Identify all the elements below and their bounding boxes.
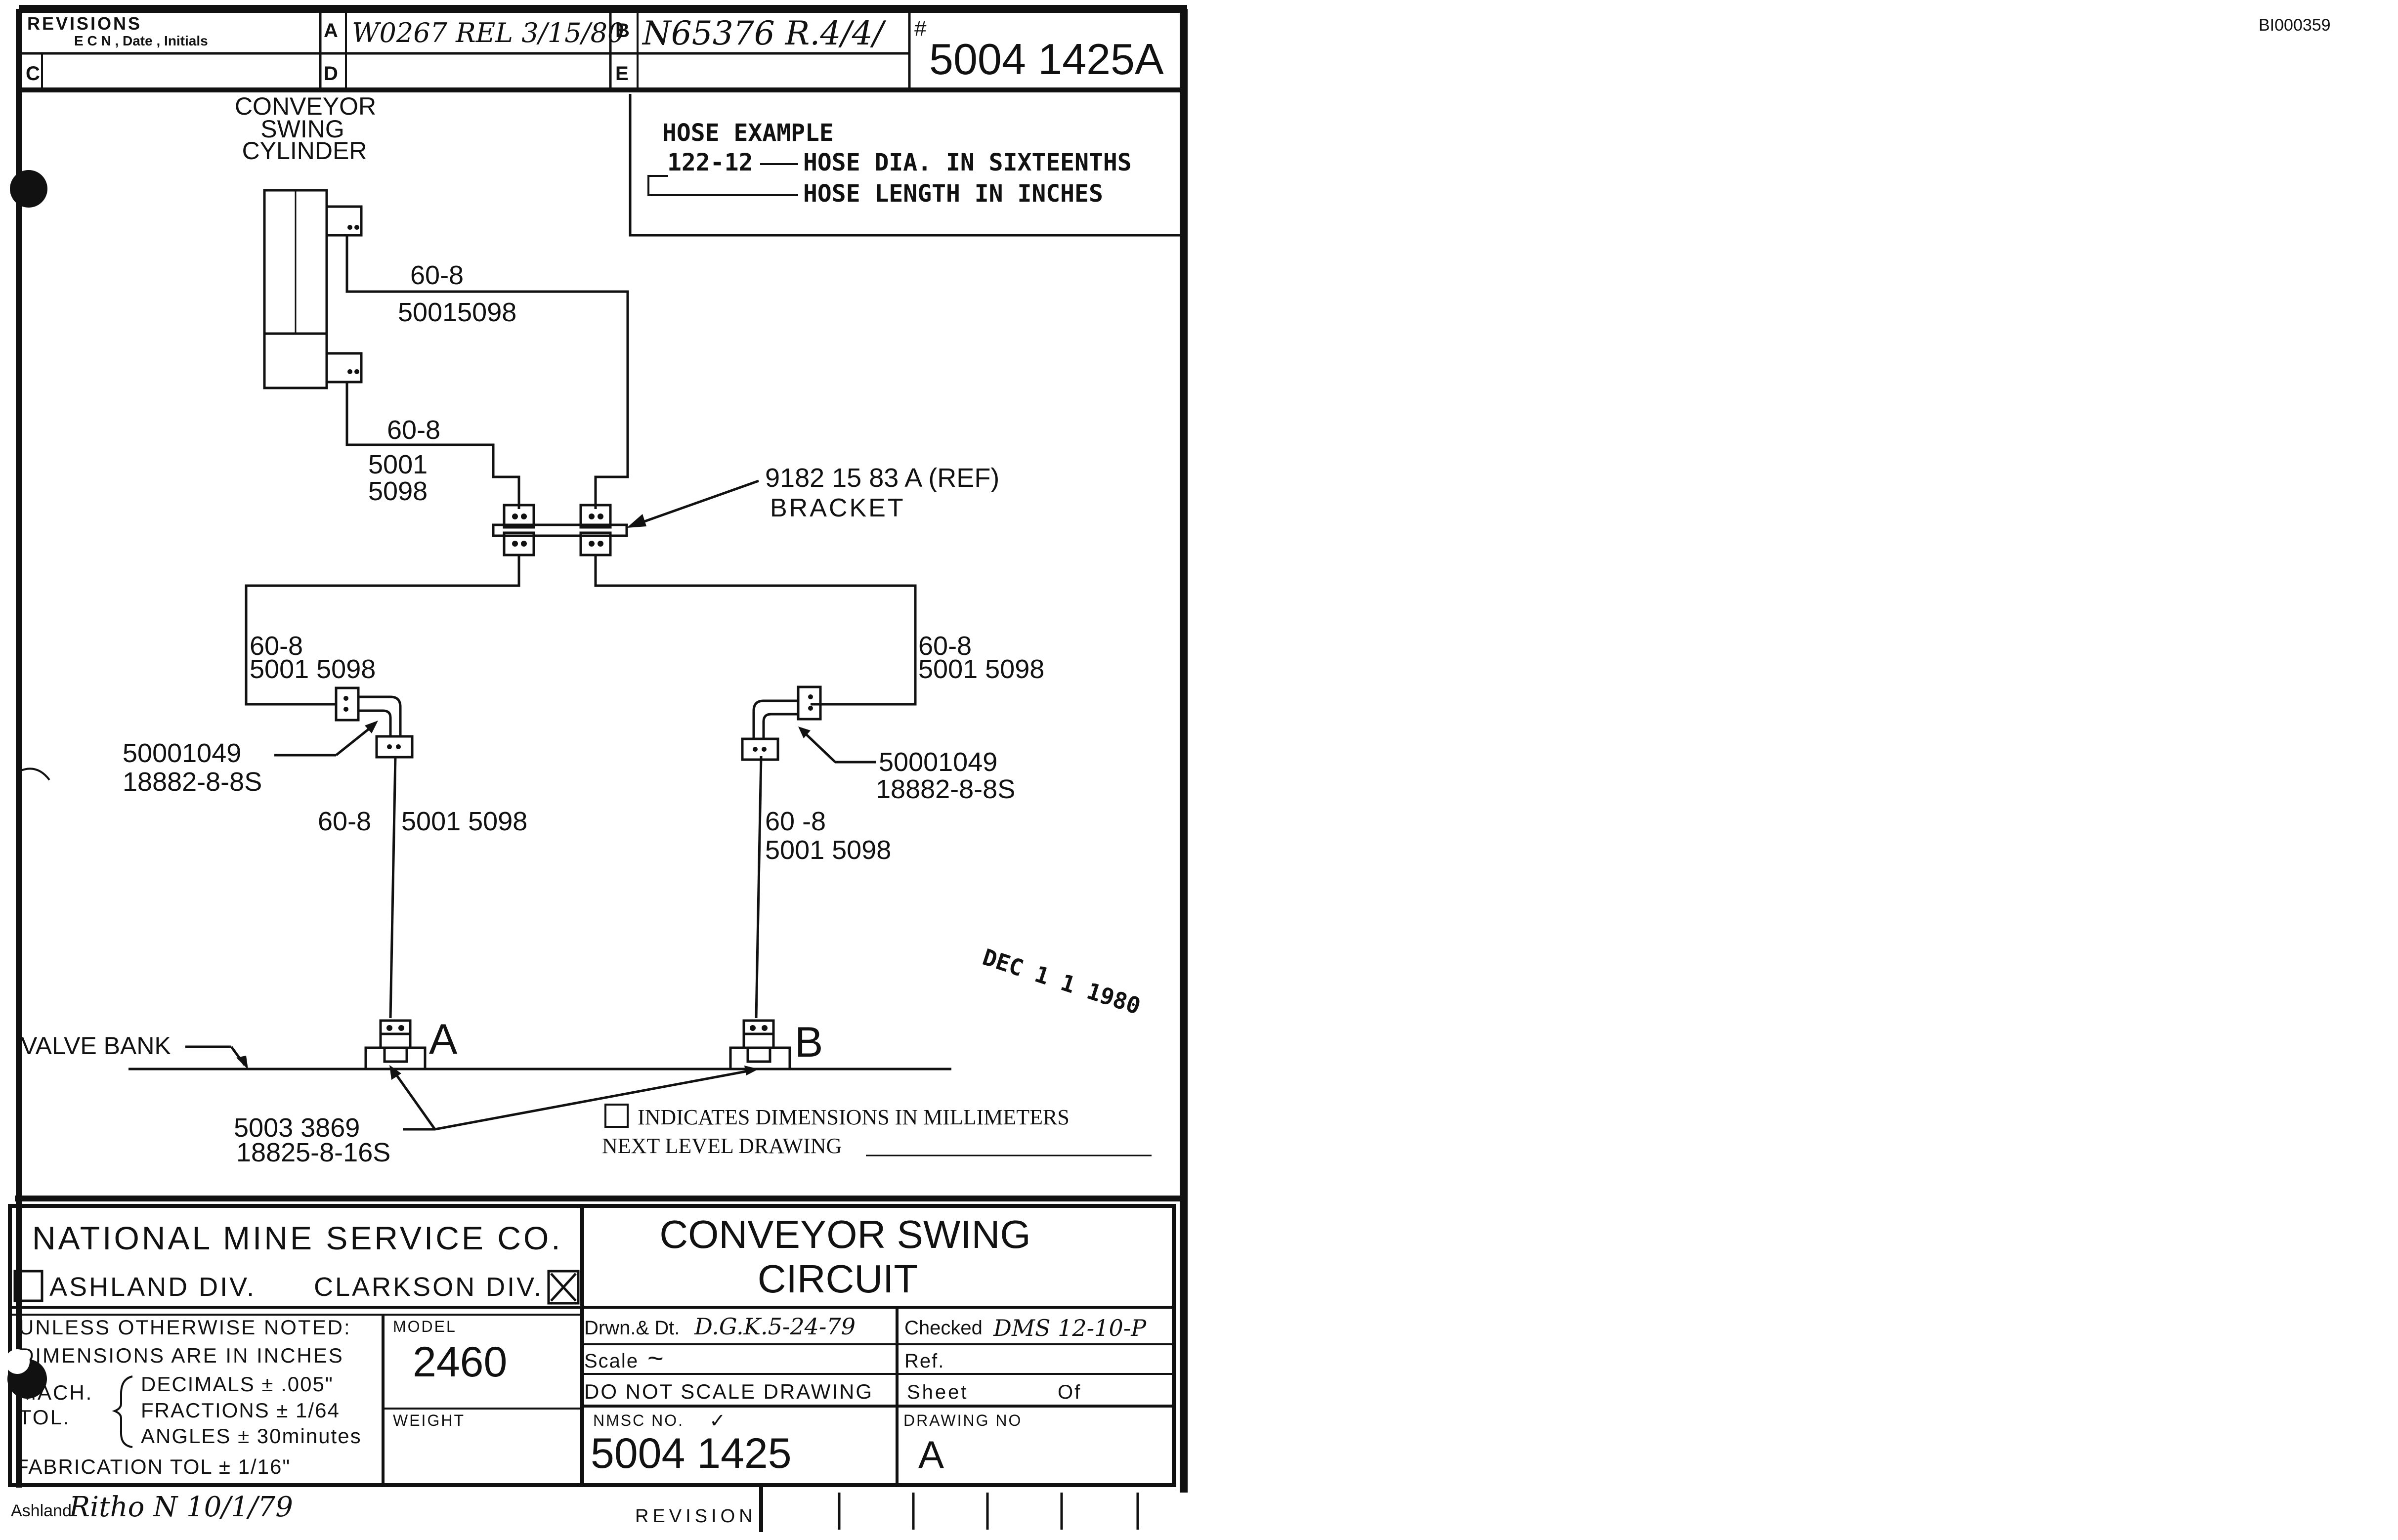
hose-example-legend: HOSE EXAMPLE 122-12 HOSE DIA. IN SIXTEEN… <box>629 94 1184 237</box>
checked-value: DMS 12-10-P <box>993 1315 1147 1341</box>
tolerance-tol: TOL. <box>19 1406 71 1429</box>
hose-mid-part-2: 5098 <box>368 476 428 506</box>
tolerance-angles: ANGLES ± 30minutes <box>141 1424 362 1448</box>
drawing-number-mark: # <box>914 16 927 41</box>
hose-top-part: 50015098 <box>398 298 516 327</box>
revisions-subheader: E C N , Date , Initials <box>74 33 208 48</box>
drawn-label: Drwn.& Dt. <box>584 1317 680 1339</box>
left-upper-hose-code: 60-8 <box>250 631 303 661</box>
nmsc-check: ✓ <box>709 1410 726 1432</box>
weight-label: WEIGHT <box>393 1412 465 1429</box>
nmsc-number: 5004 1425 <box>591 1430 792 1477</box>
revision-letter-e: E <box>615 63 629 85</box>
hose-example-code: 122-12 <box>667 149 753 176</box>
hose-example-diameter: HOSE DIA. IN SIXTEENTHS <box>803 149 1132 176</box>
punch-holes <box>5 170 50 1399</box>
hose-example-title: HOSE EXAMPLE <box>662 119 834 147</box>
drawn-value: D.G.K.5-24-79 <box>694 1313 856 1340</box>
valve-bank-label: VALVE BANK <box>21 1032 171 1060</box>
drawing-title-line-1: CONVEYOR SWING <box>659 1212 1030 1256</box>
hose-mid-part-1: 5001 <box>368 450 428 479</box>
revisions-header: REVISIONS <box>27 13 142 34</box>
revision-letter-c: C <box>26 63 40 85</box>
right-fitting-part-2: 18882-8-8S <box>876 774 1015 804</box>
tolerance-note-line-1: UNLESS OTHERWISE NOTED: <box>19 1316 351 1339</box>
drawing-title-line-2: CIRCUIT <box>758 1257 918 1301</box>
footer: Ashland Ritho N 10/1/79 REVISION <box>11 1485 1139 1532</box>
revision-entry-b: N65376 R.4/4/ <box>642 14 887 52</box>
hose-lines <box>245 235 917 1019</box>
do-not-scale-note: DO NOT SCALE DRAWING <box>584 1380 873 1403</box>
tolerance-fractions: FRACTIONS ± 1/64 <box>141 1399 340 1422</box>
ref-label: Ref. <box>904 1350 944 1372</box>
revision-block: REVISIONS E C N , Date , Initials A W026… <box>19 9 1164 90</box>
right-upper-hose-code: 60-8 <box>918 631 972 661</box>
date-stamp: DEC 1 1 1980 <box>980 943 1144 1020</box>
cylinder-label-3: CYLINDER <box>242 137 367 165</box>
model-number: 2460 <box>413 1338 507 1386</box>
document-id: BI000359 <box>2259 16 2331 35</box>
left-fitting-part-1: 50001049 <box>123 738 241 768</box>
right-lower-hose-code: 60 -8 <box>765 807 826 836</box>
hose-top-code: 60-8 <box>410 260 464 290</box>
ashland-division: ASHLAND DIV. <box>49 1272 256 1302</box>
hose-mid-code: 60-8 <box>387 415 440 445</box>
bracket-label: BRACKET <box>770 494 905 522</box>
port-b-label: B <box>795 1019 823 1066</box>
bracket-part-number: 9182 15 83 A (REF) <box>765 463 999 493</box>
valve-fitting-leaders <box>389 1065 759 1131</box>
bracket-leader <box>627 479 759 528</box>
cylinder-label-2: SWING <box>260 115 344 143</box>
millimeter-note-text: INDICATES DIMENSIONS IN MILLIMETERS <box>638 1105 1070 1129</box>
footer-signature: Ritho N 10/1/79 <box>69 1491 293 1523</box>
revision-footer-label: REVISION <box>635 1506 757 1527</box>
tolerance-note-line-2: DIMENSIONS ARE IN INCHES <box>19 1344 344 1367</box>
revision-letter-b: B <box>615 20 630 42</box>
valve-fitting-part-1: 5003 3869 <box>234 1113 360 1143</box>
cylinder-label-1: CONVEYOR <box>235 92 376 120</box>
left-lower-hose-code: 60-8 <box>318 807 371 836</box>
drawing-no-label: DRAWING NO <box>903 1412 1022 1429</box>
right-fitting-part-1: 50001049 <box>879 747 997 777</box>
nmsc-label: NMSC NO. <box>593 1412 684 1429</box>
revision-entry-a: W0267 REL 3/15/80 <box>352 17 624 48</box>
next-level-drawing-label: NEXT LEVEL DRAWING <box>602 1134 842 1158</box>
left-fitting-part-2: 18882-8-8S <box>123 767 262 797</box>
hose-example-length: HOSE LENGTH IN INCHES <box>803 180 1103 208</box>
company-name: NATIONAL MINE SERVICE CO. <box>32 1220 563 1256</box>
scale-value: ~ <box>647 1342 664 1373</box>
conveyor-swing-cylinder: CONVEYOR SWING CYLINDER <box>235 92 376 389</box>
left-upper-hose-part: 5001 5098 <box>250 654 376 684</box>
revision-letter-d: D <box>324 63 338 85</box>
valve-bank <box>128 1019 951 1070</box>
footer-left-text: Ashland <box>11 1501 72 1520</box>
left-lower-hose-part: 5001 5098 <box>401 807 527 836</box>
drawing-number-header: 5004 1425A <box>929 35 1164 84</box>
fabrication-tolerance: FABRICATION TOL ± 1/16" <box>16 1455 291 1478</box>
revision-letter-a: A <box>324 20 338 42</box>
right-lower-hose-part: 5001 5098 <box>765 835 891 865</box>
drawing-no-value: A <box>918 1433 944 1476</box>
title-block: NATIONAL MINE SERVICE CO. ASHLAND DIV. C… <box>8 1204 1176 1487</box>
sheet-of-label: Of <box>1058 1381 1081 1403</box>
millimeter-note: INDICATES DIMENSIONS IN MILLIMETERS NEXT… <box>602 1104 1152 1158</box>
sheet-label: Sheet <box>907 1381 969 1403</box>
clarkson-division: CLARKSON DIV. <box>314 1272 543 1302</box>
bracket <box>492 504 628 556</box>
left-elbow-fitting <box>335 686 414 759</box>
checked-label: Checked <box>904 1317 983 1339</box>
fitting-leaders <box>274 721 876 764</box>
punch-hole-top <box>10 170 47 208</box>
tolerance-decimals: DECIMALS ± .005" <box>141 1372 334 1396</box>
model-label: MODEL <box>393 1318 457 1335</box>
right-elbow-fitting <box>741 685 822 761</box>
right-upper-hose-part: 5001 5098 <box>918 654 1044 684</box>
scale-label: Scale <box>584 1350 639 1372</box>
valve-fitting-part-2: 18825-8-16S <box>236 1138 390 1167</box>
port-a-label: A <box>429 1016 458 1063</box>
